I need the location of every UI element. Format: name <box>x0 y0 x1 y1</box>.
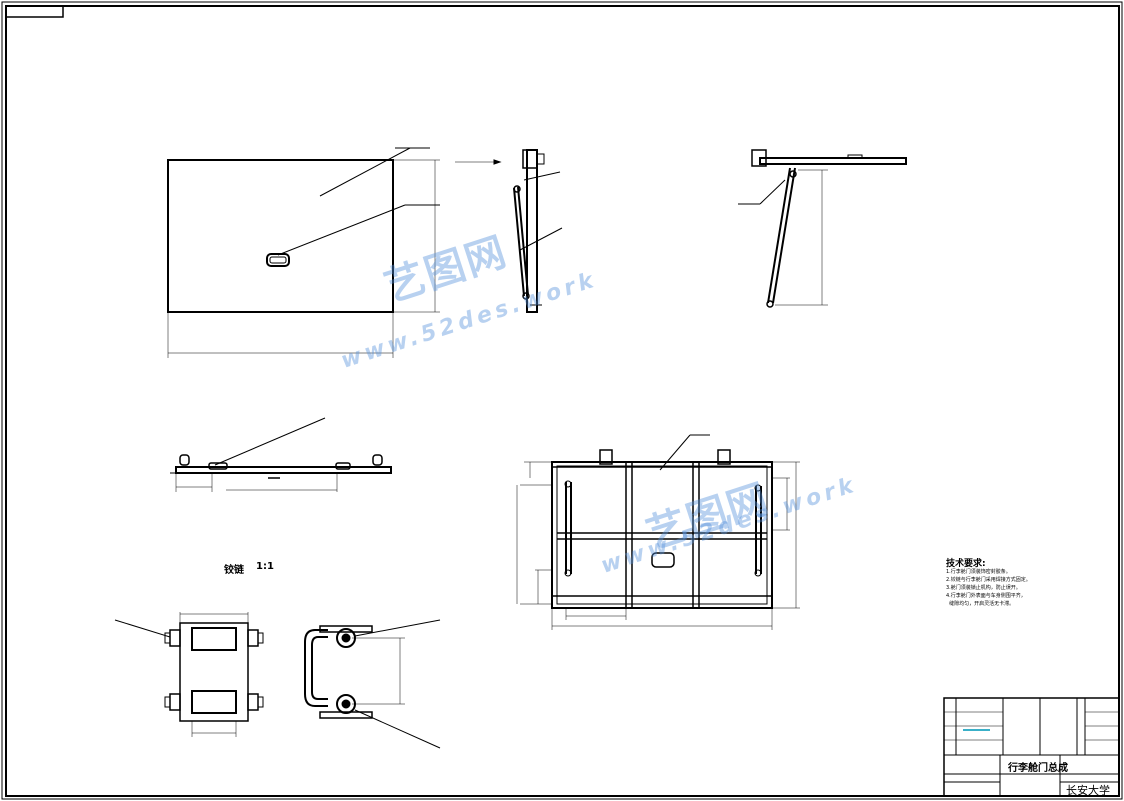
tech-requirement-line: 缝隙均匀，开启灵活无卡滞。 <box>946 601 1015 607</box>
title-block <box>943 697 1120 797</box>
tech-requirement-line: 4.行李舱门外表面与车身侧围平齐， <box>946 593 1026 599</box>
inner-border <box>5 5 1120 797</box>
drawing-title: 行李舱门总成 <box>1008 763 1068 774</box>
top-view <box>170 417 392 492</box>
front-view <box>167 147 502 358</box>
rear-view-frame <box>516 434 800 630</box>
corner-tab <box>5 5 64 18</box>
tech-requirements-list: 1.行李舱门须装饰密封胶条。 2.铰链与行李舱门采用焊接方式固定。 3.舱门须装… <box>946 568 1031 608</box>
tech-requirement-line: 1.行李舱门须装饰密封胶条。 <box>946 569 1011 575</box>
hinge-detail-front <box>114 612 264 737</box>
detail-label: 铰链 <box>224 565 244 576</box>
school-name: 长安大学 <box>1066 784 1110 797</box>
hinge-detail-side <box>304 619 441 749</box>
tech-requirement-line: 3.舱门须装锁止机构，防止误开。 <box>946 585 1021 591</box>
detail-scale: 1:1 <box>256 561 274 572</box>
side-view-open <box>738 149 907 308</box>
side-view-closed <box>513 149 563 313</box>
tech-requirements-heading: 技术要求: <box>946 559 986 569</box>
tech-requirement-line: 2.铰链与行李舱门采用焊接方式固定。 <box>946 577 1031 583</box>
